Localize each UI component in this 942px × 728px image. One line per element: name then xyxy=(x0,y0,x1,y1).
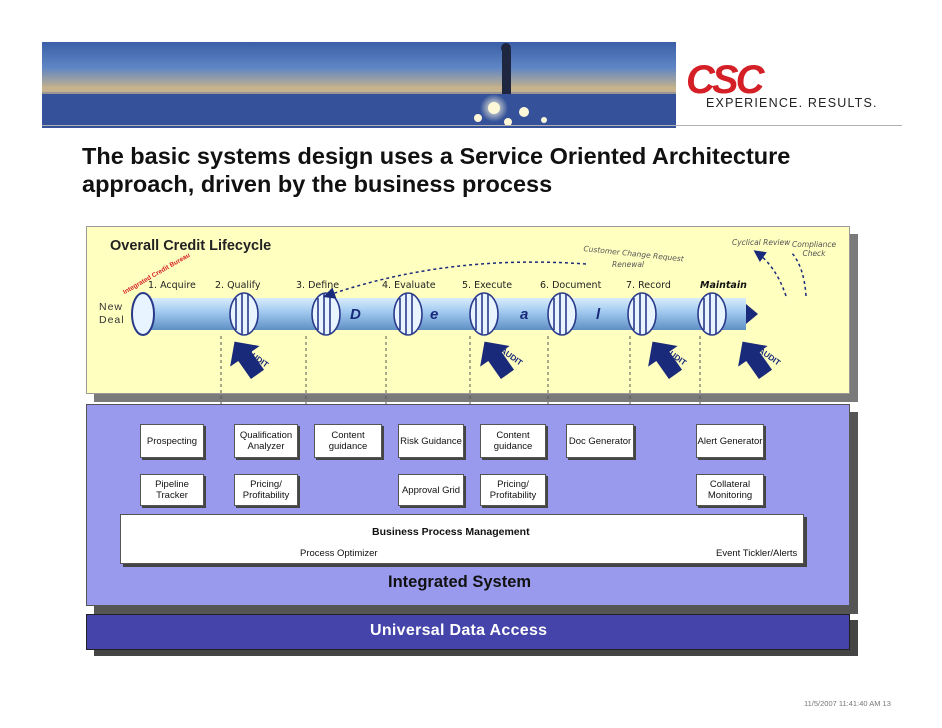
service-pipeline-tracker: Pipeline Tracker xyxy=(140,474,204,506)
new-deal-label: New Deal xyxy=(99,301,125,327)
audit-arrow-2 xyxy=(480,341,515,379)
bpm-box xyxy=(120,514,804,564)
service-qualification-analyzer: Qualification Analyzer xyxy=(234,424,298,458)
service-content-guidance-2: Content guidance xyxy=(480,424,546,458)
footer-timestamp: 11/5/2007 11:41:40 AM 13 xyxy=(804,699,891,708)
ring-qualify xyxy=(229,292,259,336)
audit-arrow-4 xyxy=(738,341,773,379)
stage-document: 6. Document xyxy=(540,280,602,291)
pipe-letter-e: e xyxy=(430,306,439,323)
service-content-guidance-1: Content guidance xyxy=(314,424,382,458)
audit-arrow-3 xyxy=(648,341,683,379)
service-prospecting: Prospecting xyxy=(140,424,204,458)
stage-evaluate: 4. Evaluate xyxy=(382,280,436,291)
stage-define: 3. Define xyxy=(296,280,340,291)
ring-execute xyxy=(469,292,499,336)
ring-record xyxy=(627,292,657,336)
lifecycle-title: Overall Credit Lifecycle xyxy=(110,238,272,254)
lifecycle-diagram xyxy=(131,250,807,404)
integrated-system-label: Integrated System xyxy=(388,573,532,591)
note-cyclical-review: Cyclical Review xyxy=(732,238,791,247)
stage-maintain: Maintain xyxy=(700,280,747,291)
service-alert-generator: Alert Generator xyxy=(696,424,764,458)
stage-acquire: 1. Acquire xyxy=(148,280,196,291)
pipe-letter-l: l xyxy=(596,306,601,323)
page-title: The basic systems design uses a Service … xyxy=(82,143,791,197)
bpm-title: Business Process Management xyxy=(372,526,530,538)
event-tickler-label: Event Tickler/Alerts xyxy=(716,548,798,559)
new-deal-line2: Deal xyxy=(99,314,125,326)
process-optimizer-label: Process Optimizer xyxy=(300,548,378,559)
service-risk-guidance: Risk Guidance xyxy=(398,424,464,458)
stage-execute: 5. Execute xyxy=(462,280,513,291)
note-renewal: Renewal xyxy=(612,260,645,269)
universal-data-access-label: Universal Data Access xyxy=(370,622,548,639)
audit-arrow-1 xyxy=(230,341,265,379)
service-approval-grid: Approval Grid xyxy=(398,474,464,506)
banner-scene xyxy=(42,43,676,128)
csc-logo: CSC xyxy=(686,58,764,102)
stage-qualify: 2. Qualify xyxy=(215,280,261,291)
new-deal-line1: New xyxy=(99,301,124,313)
pipe-arrowhead xyxy=(746,304,758,324)
header-divider xyxy=(42,125,902,126)
universal-data-access-bar xyxy=(86,614,850,650)
compliance-arrow xyxy=(790,251,807,297)
pipe-letter-d: D xyxy=(350,306,361,323)
service-pricing-profitability-2: Pricing/ Profitability xyxy=(480,474,546,506)
service-doc-generator: Doc Generator xyxy=(566,424,634,458)
logo-tagline: EXPERIENCE. RESULTS. xyxy=(706,96,878,110)
ring-maintain xyxy=(697,292,727,336)
note-compliance-check: Compliance Check xyxy=(792,240,837,258)
pipe-letter-a: a xyxy=(520,306,529,323)
service-pricing-profitability-1: Pricing/ Profitability xyxy=(234,474,298,506)
pipe-start-cap xyxy=(131,292,155,336)
service-collateral-monitoring: Collateral Monitoring xyxy=(696,474,764,506)
header-banner-image xyxy=(42,42,676,128)
logo-area xyxy=(676,57,884,113)
ring-evaluate xyxy=(393,292,423,336)
cyclical-review-arrow xyxy=(753,250,787,297)
stage-record: 7. Record xyxy=(626,280,671,291)
renewal-loop-arrow xyxy=(323,261,587,299)
ring-define xyxy=(311,292,341,336)
ring-document xyxy=(547,292,577,336)
